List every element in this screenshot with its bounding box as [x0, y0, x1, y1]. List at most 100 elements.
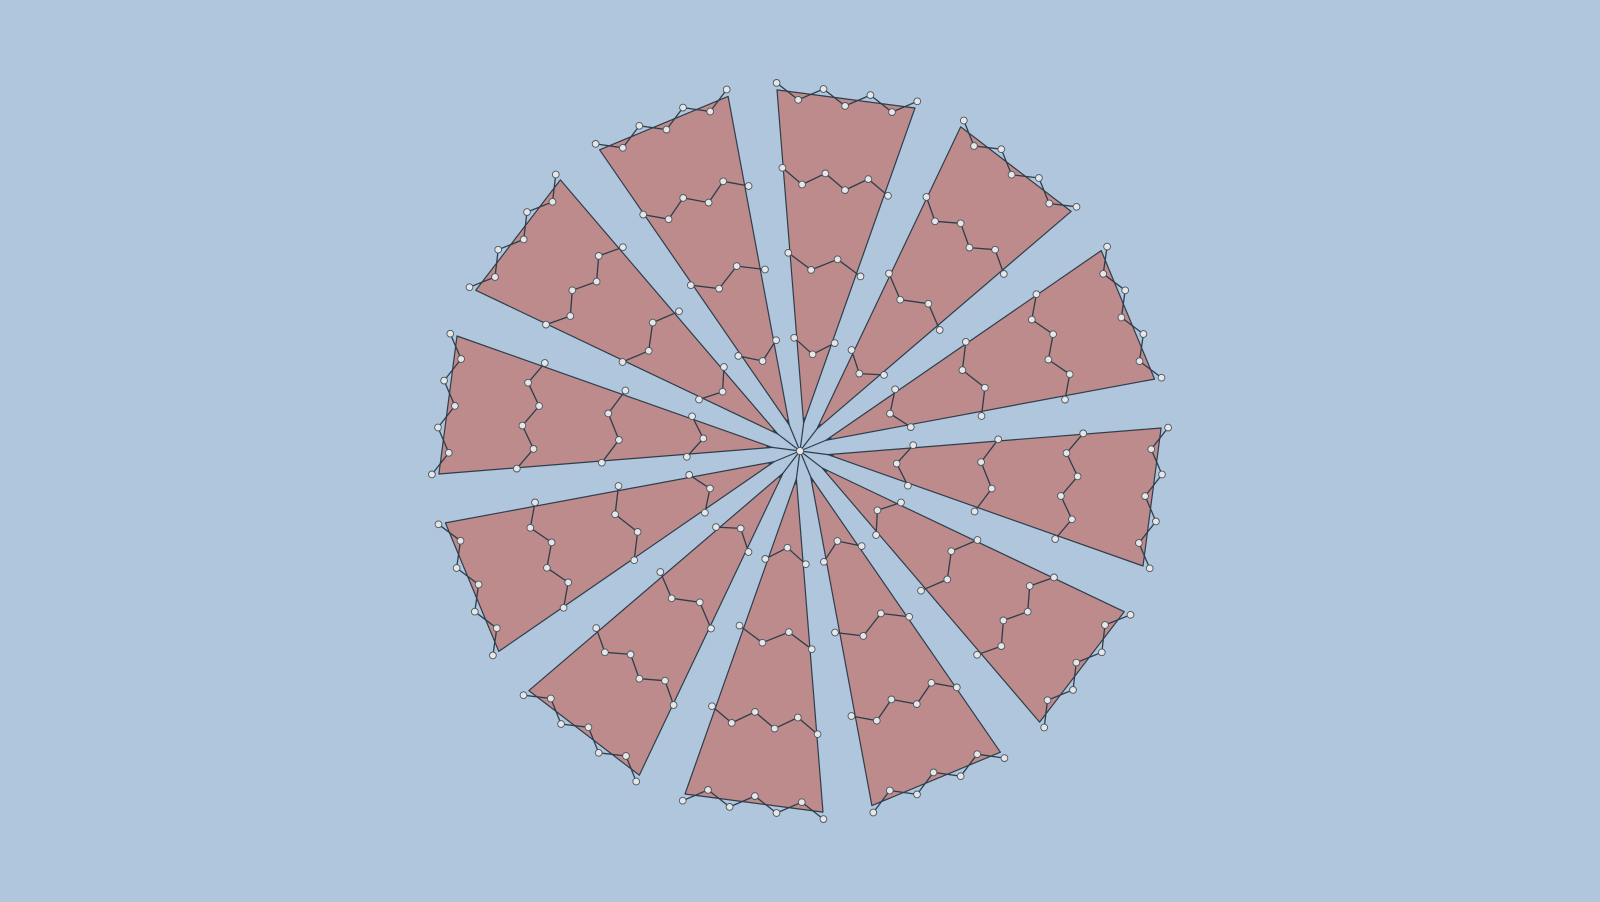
vertex-node [807, 266, 815, 274]
vertex-node [785, 628, 793, 636]
vertex-node [884, 191, 892, 200]
vertex-node [958, 366, 967, 374]
vertex-node [981, 383, 989, 392]
vertex-node [1117, 313, 1126, 322]
row-crease [739, 625, 813, 650]
vertex-node [474, 580, 483, 589]
vertex-node [798, 180, 806, 189]
sector-3 [825, 242, 1166, 441]
vertex-node [973, 750, 982, 759]
vertex-node [864, 175, 873, 183]
row-crease [961, 341, 986, 417]
sector-layer [428, 79, 1172, 823]
vertex-node [833, 537, 842, 545]
vertex-node [885, 269, 893, 278]
sector-panel [810, 476, 1002, 807]
hub-spoke [799, 450, 834, 456]
row-crease [888, 273, 941, 331]
vertex-node [913, 97, 922, 106]
vertex-node [841, 102, 849, 110]
vertex-node [622, 752, 630, 760]
vertex-node [1164, 423, 1172, 432]
vertex-node [1072, 658, 1081, 667]
vertex-node [548, 197, 557, 206]
vertex-node [952, 683, 961, 692]
vertex-node [523, 208, 531, 216]
vertex-node [446, 329, 455, 338]
vertex-node [872, 716, 881, 725]
vertex-node [772, 336, 780, 345]
vertex-node [999, 270, 1008, 278]
vertex-node [1000, 754, 1009, 762]
vertex-node [906, 423, 915, 431]
vertex-node [718, 387, 727, 396]
vertex-node [685, 471, 694, 479]
hub-spoke [799, 450, 814, 483]
sector-panel [598, 95, 790, 426]
vertex-node [1073, 472, 1082, 481]
hub-spoke [799, 423, 822, 452]
vertex-node [719, 177, 728, 186]
vertex-node [707, 624, 715, 633]
hub-spoke [772, 429, 801, 452]
hub-spoke [799, 417, 805, 452]
vertex-node [877, 609, 885, 618]
vertex-node [994, 435, 1003, 444]
vertex-node [873, 506, 882, 515]
vertex-node [546, 694, 555, 703]
vertex-node [428, 470, 436, 479]
vertex-node [664, 215, 673, 224]
vertex-node [1007, 170, 1016, 179]
vertex-node [1147, 445, 1156, 454]
vertex-node [819, 815, 828, 823]
row-crease [690, 265, 766, 290]
vertex-node [956, 772, 965, 781]
vertex-node [912, 700, 921, 708]
row-crease [920, 539, 978, 592]
vertex-node [592, 277, 601, 286]
vertex-node [977, 458, 985, 466]
vertex-node [855, 369, 864, 378]
vertex-node [489, 651, 497, 660]
vertex-node [904, 481, 912, 490]
vertex-node [905, 612, 914, 621]
vertex-node [1103, 242, 1111, 251]
sector-panel [816, 126, 1072, 430]
vertex-node [452, 564, 461, 572]
vertex-node [662, 125, 671, 134]
vertex-node [794, 95, 803, 104]
vertex-node [1043, 696, 1052, 705]
vertex-node [1126, 610, 1135, 619]
vertex-node [434, 423, 442, 432]
vertex-node [821, 169, 830, 178]
vertex-node [568, 286, 577, 295]
vertex-node [557, 720, 565, 728]
vertex-node [543, 563, 551, 572]
vertex-node [987, 484, 996, 493]
vertex-node [470, 607, 479, 616]
vertex-node [1158, 470, 1166, 479]
vertex-node [820, 557, 828, 566]
vertex-node [1061, 395, 1069, 404]
row-crease [614, 485, 639, 561]
sector-9 [434, 461, 775, 660]
vertex-node [594, 252, 603, 260]
vertex-node [833, 255, 842, 264]
sector-panel [684, 478, 824, 813]
vertex-node [592, 624, 601, 632]
sector-1 [772, 79, 922, 424]
vertex-node [830, 339, 839, 347]
vertex-node [751, 708, 759, 716]
vertex-node [614, 482, 623, 490]
sector-6 [810, 476, 1009, 817]
vertex-node [819, 85, 828, 93]
vertex-node [813, 730, 822, 739]
vertex-node [880, 371, 888, 379]
vertex-node [885, 786, 894, 795]
vertex-node [1139, 330, 1148, 338]
vertex-node [917, 586, 925, 595]
sector-panel [825, 250, 1156, 441]
sector-panel [528, 472, 784, 776]
vertex-node [947, 547, 956, 556]
